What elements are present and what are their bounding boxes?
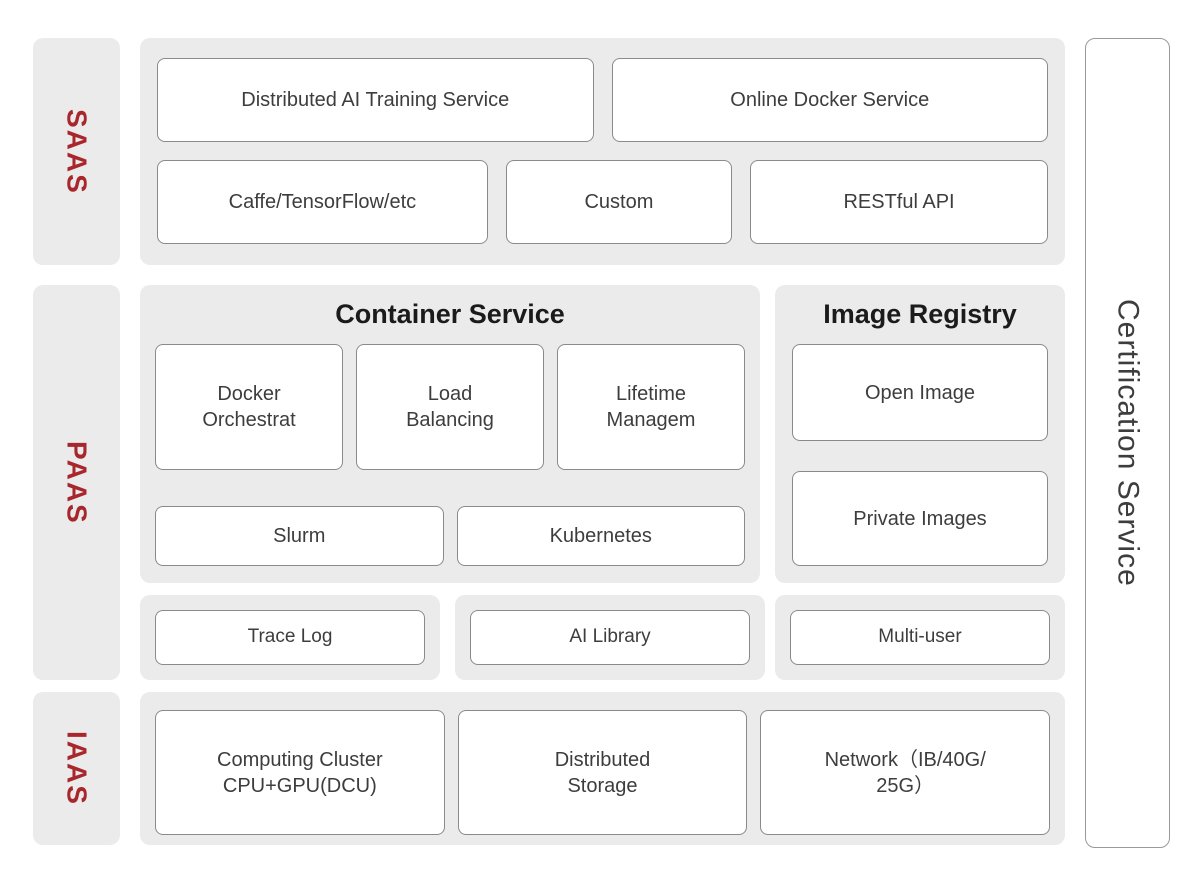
box-restful-api: RESTful API <box>750 160 1048 244</box>
layer-label-paas-text: PAAS <box>61 440 93 525</box>
box-trace-log-label: Trace Log <box>247 626 333 648</box>
box-load-balancing: Load Balancing <box>356 344 544 470</box>
box-slurm: Slurm <box>155 506 444 566</box>
box-docker-orchestrat: Docker Orchestrat <box>155 344 343 470</box>
box-distributed-ai-training: Distributed AI Training Service <box>157 58 594 142</box>
box-custom: Custom <box>505 160 733 244</box>
box-multi-user-label: Multi-user <box>878 626 962 648</box>
box-kubernetes: Kubernetes <box>456 506 745 566</box>
box-open-image: Open Image <box>792 344 1048 441</box>
box-private-images: Private Images <box>792 471 1048 566</box>
box-private-images-label: Private Images <box>853 507 987 530</box>
box-caffe-tensorflow: Caffe/TensorFlow/etc <box>157 160 488 244</box>
box-distributed-storage-line1: Distributed <box>554 748 651 771</box>
image-registry-title: Image Registry <box>823 299 1017 329</box>
layer-label-saas: SAAS <box>33 38 120 265</box>
box-ai-library-label: AI Library <box>569 626 651 648</box>
ai-library-panel: AI Library <box>455 595 765 680</box>
box-slurm-label: Slurm <box>273 525 326 547</box>
layer-label-iaas-text: IAAS <box>61 731 93 806</box>
box-kubernetes-label: Kubernetes <box>549 525 652 547</box>
box-trace-log: Trace Log <box>155 610 425 665</box>
layer-label-paas: PAAS <box>33 285 120 680</box>
box-custom-label: Custom <box>584 191 654 213</box>
box-distributed-storage-line2: Storage <box>567 774 638 797</box>
box-caffe-tensorflow-label: Caffe/TensorFlow/etc <box>228 191 417 213</box>
container-service-title: Container Service <box>335 299 565 329</box>
container-service-box-row: Docker Orchestrat Load Balancing Lifetim… <box>155 344 745 470</box>
box-multi-user: Multi-user <box>790 610 1050 665</box>
box-computing-cluster-line2: CPU+GPU(DCU) <box>222 774 377 797</box>
container-service-panel: Container Service Docker Orchestrat Load… <box>140 285 760 583</box>
box-load-balancing-line1: Load <box>427 383 473 405</box>
box-lifetime-managem-line1: Lifetime <box>615 383 687 405</box>
box-load-balancing-line2: Balancing <box>406 409 494 431</box>
image-registry-panel: Image Registry Open Image Private Images <box>775 285 1065 583</box>
box-lifetime-managem-line2: Managem <box>606 409 696 431</box>
box-computing-cluster: Computing Cluster CPU+GPU(DCU) <box>155 710 445 835</box>
box-online-docker-label: Online Docker Service <box>730 89 930 111</box>
certification-panel: Certification Service <box>1085 38 1170 848</box>
box-distributed-ai-training-label: Distributed AI Training Service <box>241 89 510 111</box>
box-open-image-label: Open Image <box>864 381 976 404</box>
layer-label-iaas: IAAS <box>33 692 120 845</box>
box-online-docker: Online Docker Service <box>611 58 1048 142</box>
container-service-tool-row: Slurm Kubernetes <box>155 506 745 566</box>
box-network-line2: 25G） <box>876 774 935 797</box>
box-computing-cluster-line1: Computing Cluster <box>217 748 383 771</box>
multi-user-panel: Multi-user <box>775 595 1065 680</box>
saas-panel: Distributed AI Training Service Online D… <box>140 38 1065 265</box>
box-docker-orchestrat-line2: Orchestrat <box>202 409 296 431</box>
box-distributed-storage: Distributed Storage <box>457 710 748 835</box>
box-network: Network（IB/40G/ 25G） <box>760 710 1051 835</box>
box-restful-api-label: RESTful API <box>843 191 955 213</box>
iaas-panel: Computing Cluster CPU+GPU(DCU) Distribut… <box>140 692 1065 845</box>
box-network-line1: Network（IB/40G/ <box>824 748 986 771</box>
trace-log-panel: Trace Log <box>140 595 440 680</box>
saas-row-1: Distributed AI Training Service Online D… <box>157 58 1048 142</box>
box-ai-library: AI Library <box>470 610 750 665</box>
certification-label: Certification Service <box>1111 299 1145 587</box>
layer-label-saas-text: SAAS <box>61 108 93 195</box>
saas-row-2: Caffe/TensorFlow/etc Custom RESTful API <box>157 160 1048 244</box>
box-lifetime-managem: Lifetime Managem <box>557 344 745 470</box>
box-docker-orchestrat-line1: Docker <box>217 383 281 405</box>
